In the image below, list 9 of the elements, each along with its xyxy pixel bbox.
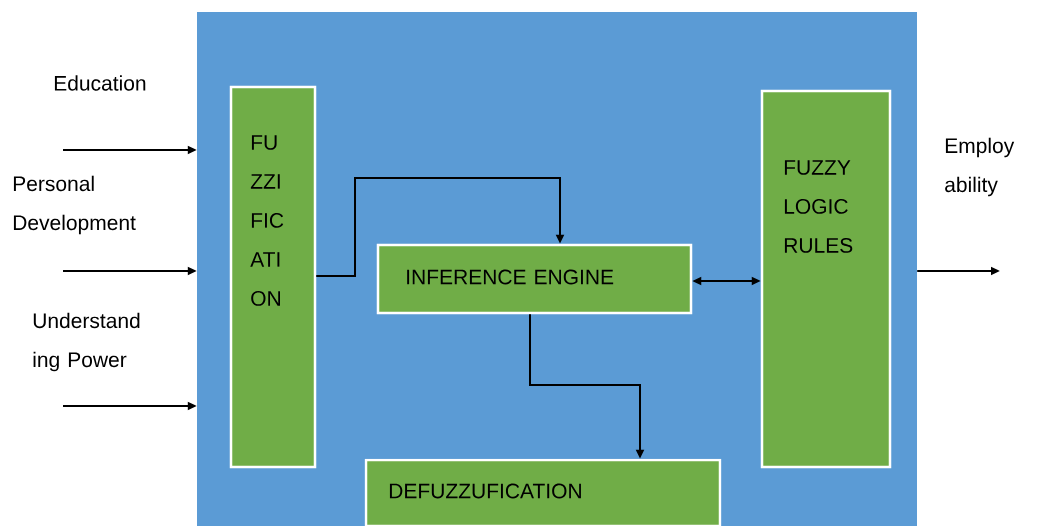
- process-box: FUZZY LOGIC RULES: [760, 89, 892, 469]
- edge-label: Education: [54, 75, 146, 91]
- process-box: INFERENCE ENGINE: [376, 243, 693, 315]
- edge-label: Understand ing Power: [33, 312, 140, 372]
- arrow: [315, 177, 565, 277]
- edge-label: Employ ability: [945, 137, 1015, 197]
- edge-label: Personal Development: [13, 175, 136, 235]
- process-box: DEFUZZUFICATION: [364, 458, 722, 526]
- process-box: FU ZZI FIC ATI ON: [229, 85, 317, 469]
